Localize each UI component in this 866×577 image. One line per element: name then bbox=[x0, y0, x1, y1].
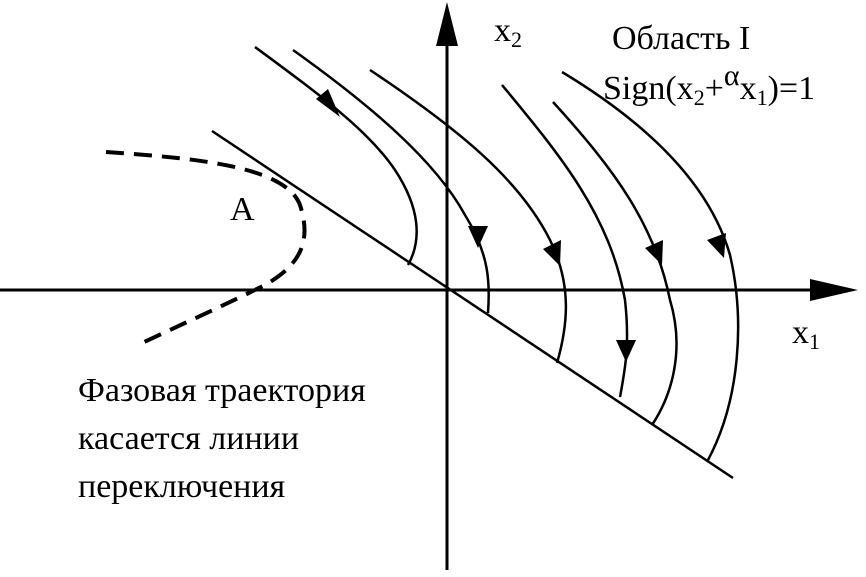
point-a-label: A bbox=[230, 191, 255, 228]
region-title: Область I bbox=[612, 20, 751, 57]
x2-axis-label-var: x bbox=[494, 12, 511, 49]
switching-line bbox=[211, 129, 734, 480]
trajectory-2-arrow bbox=[468, 226, 488, 248]
x2-axis-arrowhead bbox=[436, 2, 458, 46]
trajectory-2 bbox=[292, 48, 491, 314]
sign-condition: Sign(x2+αx1)=1 bbox=[603, 61, 816, 109]
x1-axis-label-sub: 1 bbox=[809, 329, 820, 354]
sign-alpha: α bbox=[723, 59, 740, 92]
note-line-2: касается линии bbox=[78, 420, 300, 457]
sign-x: x bbox=[739, 70, 757, 107]
trajectory-5 bbox=[552, 101, 678, 426]
trajectory-5-arrow bbox=[645, 240, 663, 265]
trajectory-3 bbox=[369, 68, 568, 364]
trajectory-1 bbox=[254, 45, 418, 266]
trajectory-1-arrow bbox=[316, 89, 340, 117]
sign-sub1: 1 bbox=[756, 85, 768, 110]
tangent-trajectory-dashed bbox=[105, 150, 307, 347]
trajectory-6 bbox=[561, 70, 740, 461]
trajectory-4 bbox=[501, 84, 629, 398]
sign-plus: + bbox=[704, 70, 724, 107]
x2-axis-label: x2 bbox=[494, 12, 522, 51]
trajectory-3-arrow bbox=[543, 240, 561, 266]
sign-prefix: Sign(x bbox=[603, 70, 694, 107]
note-line-3: переключения bbox=[78, 468, 286, 505]
x1-axis-arrowhead bbox=[810, 279, 858, 301]
sign-suffix: )=1 bbox=[767, 70, 816, 107]
trajectory-4-arrow bbox=[616, 340, 636, 362]
sign-sub2: 2 bbox=[693, 85, 705, 110]
x1-axis-label: x1 bbox=[792, 314, 820, 353]
trajectory-6-arrow bbox=[707, 233, 726, 258]
note-line-1: Фазовая траектория bbox=[78, 372, 366, 409]
x2-axis-label-sub: 2 bbox=[511, 27, 522, 52]
x1-axis-label-var: x bbox=[792, 314, 809, 351]
